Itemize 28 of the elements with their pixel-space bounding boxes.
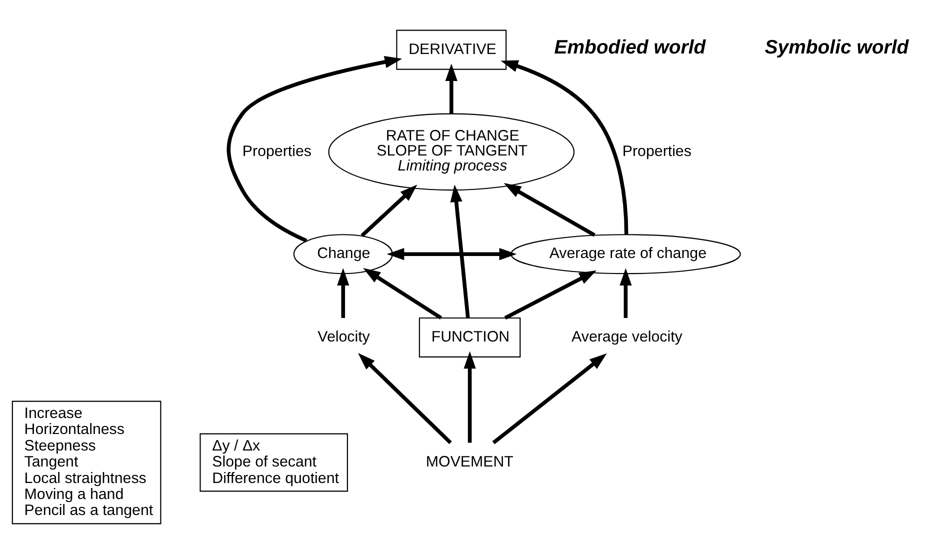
node-box: FUNCTION xyxy=(418,317,521,358)
arrow xyxy=(360,184,418,237)
arrow xyxy=(337,268,350,318)
edge-label: Properties xyxy=(622,142,692,160)
edge-label: Properties xyxy=(242,142,312,160)
node-ellipse: Change xyxy=(293,234,393,274)
node-ellipse: RATE OF CHANGE SLOPE OF TANGENT Limiting process xyxy=(328,113,575,191)
arrow xyxy=(386,248,517,260)
label: Symbolic world xyxy=(764,36,909,58)
arrow xyxy=(504,270,597,320)
node-text: MOVEMENT xyxy=(426,454,514,471)
arrow xyxy=(363,268,442,320)
node-ellipse: Average rate of change xyxy=(510,234,741,274)
arrow xyxy=(620,268,632,318)
arrow xyxy=(500,60,628,235)
arrow xyxy=(464,351,476,443)
node-box: Increase Horizontalness Steepness Tangent Local straightness Moving a hand Pencil as a tangent xyxy=(12,400,162,524)
node-box: Δy / Δx Slope of secant Difference quotient xyxy=(200,433,348,492)
node-text: Velocity xyxy=(318,328,370,346)
arrow xyxy=(226,56,402,242)
arrow xyxy=(504,183,596,237)
node-box: DERIVATIVE xyxy=(396,30,507,70)
arrow xyxy=(358,353,452,444)
node-text: Average velocity xyxy=(572,328,682,346)
arrow xyxy=(445,64,458,114)
arrow xyxy=(492,353,607,444)
arrow xyxy=(450,184,470,318)
label: Embodied world xyxy=(554,36,706,58)
